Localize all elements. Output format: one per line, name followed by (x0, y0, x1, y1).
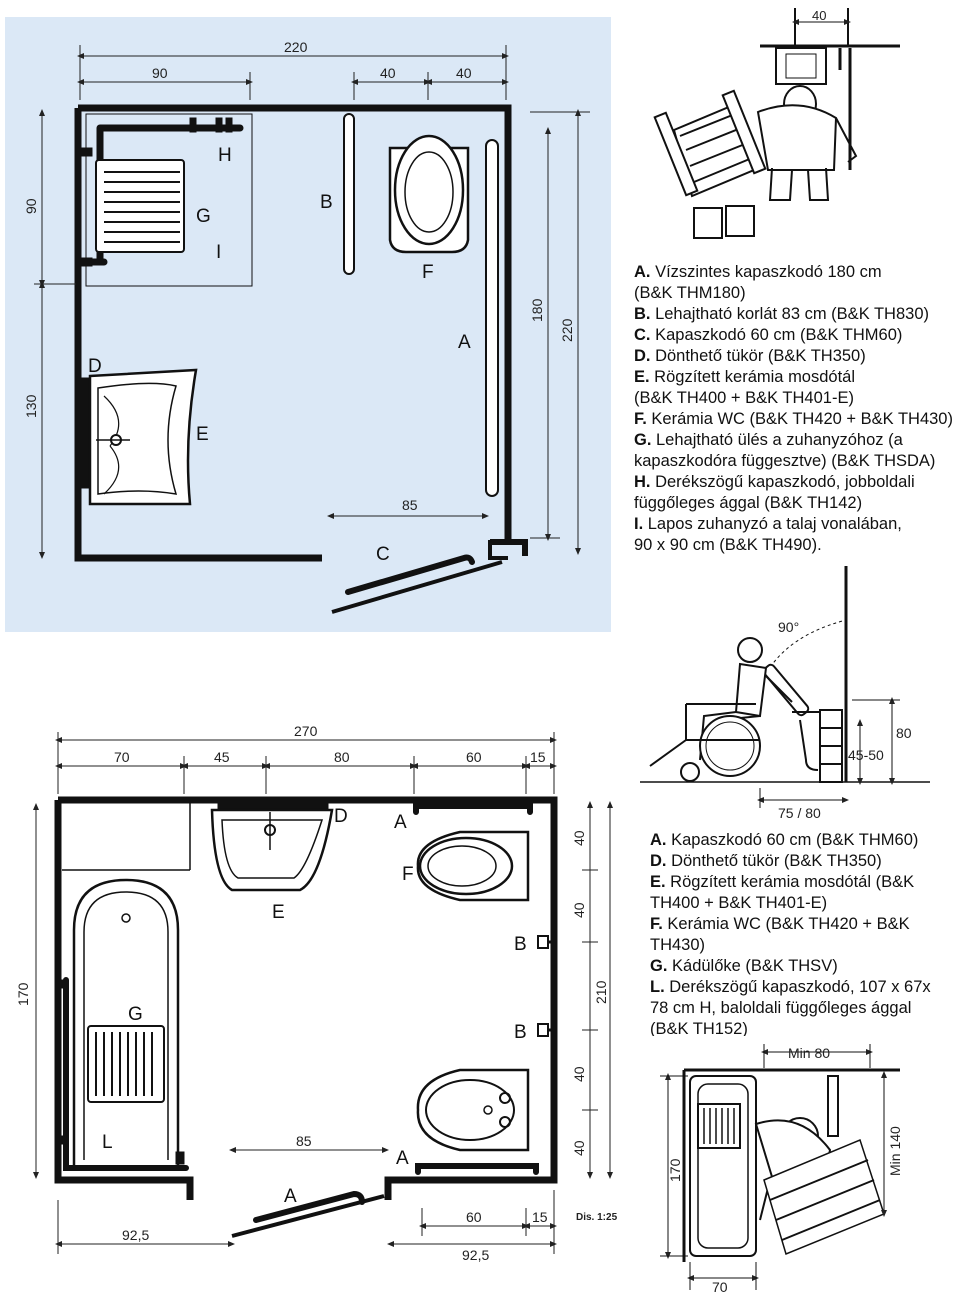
dim-925a: 92,5 (122, 1227, 149, 1243)
legend-top-row: (B&K TH400 + B&K TH401-E) (634, 389, 854, 407)
label-b-l: L (102, 1132, 113, 1153)
dim-15: 15 (530, 749, 546, 765)
label-b-e: E (272, 902, 285, 923)
legend-top-row: E. Rögzített kerámia mosdótál (634, 368, 856, 386)
dim-min80: Min 80 (788, 1045, 830, 1061)
dim-bath-70: 70 (712, 1279, 728, 1295)
dim-925b: 92,5 (462, 1247, 489, 1263)
label-b-a3: A (284, 1186, 297, 1207)
label-f: F (422, 262, 434, 283)
label-b-b2: B (514, 1022, 527, 1043)
dim-w-7580: 75 / 80 (778, 805, 821, 821)
legend-top-row: 90 x 90 cm (B&K TH490). (634, 536, 822, 554)
dim-60-bottom: 60 (466, 1209, 482, 1225)
legend-top-row: függőleges ággal (B&K TH142) (634, 494, 863, 512)
label-g: G (196, 206, 211, 227)
dim-bath-170: 170 (667, 1158, 683, 1182)
legend-bottom-row: F. Kerámia WC (B&K TH420 + B&K TH430) (650, 915, 910, 954)
dim-80: 80 (334, 749, 350, 765)
legend-bottom-row: D. Dönthető tükör (B&K TH350) (650, 852, 882, 870)
legend-bottom-row: A. Kapaszkodó 60 cm (B&K THM60) (650, 831, 919, 849)
dim-min140: Min 140 (887, 1126, 903, 1176)
dim-left-130: 130 (23, 394, 39, 418)
dim-h-80: 80 (896, 725, 912, 741)
label-b-a1: A (394, 812, 407, 833)
top-plan (74, 104, 528, 614)
dim-door-85: 85 (402, 497, 418, 513)
dim-right-40d: 40 (571, 1140, 587, 1156)
top-plan-dimensions (34, 45, 590, 559)
legend-top-row: (B&K THM180) (634, 284, 746, 302)
dim-right-210: 210 (593, 980, 609, 1004)
legend-bottom: A. Kapaszkodó 60 cm (B&K THM60) D. Dönth… (650, 830, 950, 1036)
angle-90: 90° (778, 619, 799, 635)
dim-70: 70 (114, 749, 130, 765)
bottom-plan-dimensions (33, 732, 613, 1254)
dim-270: 270 (294, 723, 318, 739)
dim-90: 90 (152, 65, 168, 81)
legend-top: A. Vízszintes kapaszkodó 180 cm (B&K THM… (634, 262, 960, 556)
scale-label: Dis. 1:25 (576, 1212, 618, 1223)
legend-top-row: G. Lehajtható ülés a zuhanyzóhoz (a (634, 431, 903, 449)
legend-top-row: C. Kapaszkodó 60 cm (B&K THM60) (634, 326, 903, 344)
legend-top-row: A. Vízszintes kapaszkodó 180 cm (634, 263, 882, 281)
label-b-f: F (402, 864, 414, 885)
dim-40a: 40 (380, 65, 396, 81)
label-i: I (216, 242, 221, 263)
legend-top-row: kapaszkodóra függesztve) (B&K THSDA) (634, 452, 936, 470)
label-e: E (196, 424, 209, 445)
dim-right-40c: 40 (571, 1066, 587, 1082)
dim-40b: 40 (456, 65, 472, 81)
dim-door-85-bottom: 85 (296, 1133, 312, 1149)
label-c: C (376, 544, 390, 565)
bottom-plan (54, 796, 558, 1238)
label-b-d: D (334, 806, 348, 827)
legend-top-row: H. Derékszögű kapaszkodó, jobboldali (634, 473, 915, 491)
dim-15-bottom: 15 (532, 1209, 548, 1225)
label-b: B (320, 192, 333, 213)
legend-top-row: F. Kerámia WC (B&K TH420 + B&K TH430) (634, 410, 953, 428)
dim-right-40b: 40 (571, 902, 587, 918)
dim-220: 220 (284, 39, 308, 55)
label-b-g: G (128, 1004, 143, 1025)
side-wheelchair-detail (640, 566, 930, 808)
legend-bottom-row: E. Rögzített kerámia mosdótál (B&K TH400… (650, 873, 915, 912)
dim-left-170: 170 (15, 982, 31, 1006)
label-b-b1: B (514, 934, 527, 955)
label-a: A (458, 332, 471, 353)
dim-right-40a: 40 (571, 830, 587, 846)
legend-top-row: D. Dönthető tükör (B&K TH350) (634, 347, 866, 365)
label-h: H (218, 145, 232, 166)
legend-bottom-row: G. Kádülőke (B&K THSV) (650, 957, 838, 975)
dim-60: 60 (466, 749, 482, 765)
legend-top-row: B. Lehajtható korlát 83 cm (B&K TH830) (634, 305, 930, 323)
label-d: D (88, 356, 102, 377)
dim-right-180: 180 (529, 298, 545, 322)
bath-transfer-detail (660, 1044, 900, 1290)
dim-h-4550: 45-50 (848, 747, 884, 763)
label-b-a2: A (396, 1148, 409, 1169)
dim-45: 45 (214, 749, 230, 765)
dim-right-220: 220 (559, 318, 575, 342)
legend-bottom-row: L. Derékszögű kapaszkodó, 107 x 67x 78 c… (650, 978, 931, 1036)
dim-left-90: 90 (23, 198, 39, 214)
top-right-wheelchair-detail (653, 8, 900, 239)
detail-dim-40: 40 (812, 8, 826, 23)
legend-top-row: I. Lapos zuhanyzó a talaj vonalában, (634, 515, 902, 533)
